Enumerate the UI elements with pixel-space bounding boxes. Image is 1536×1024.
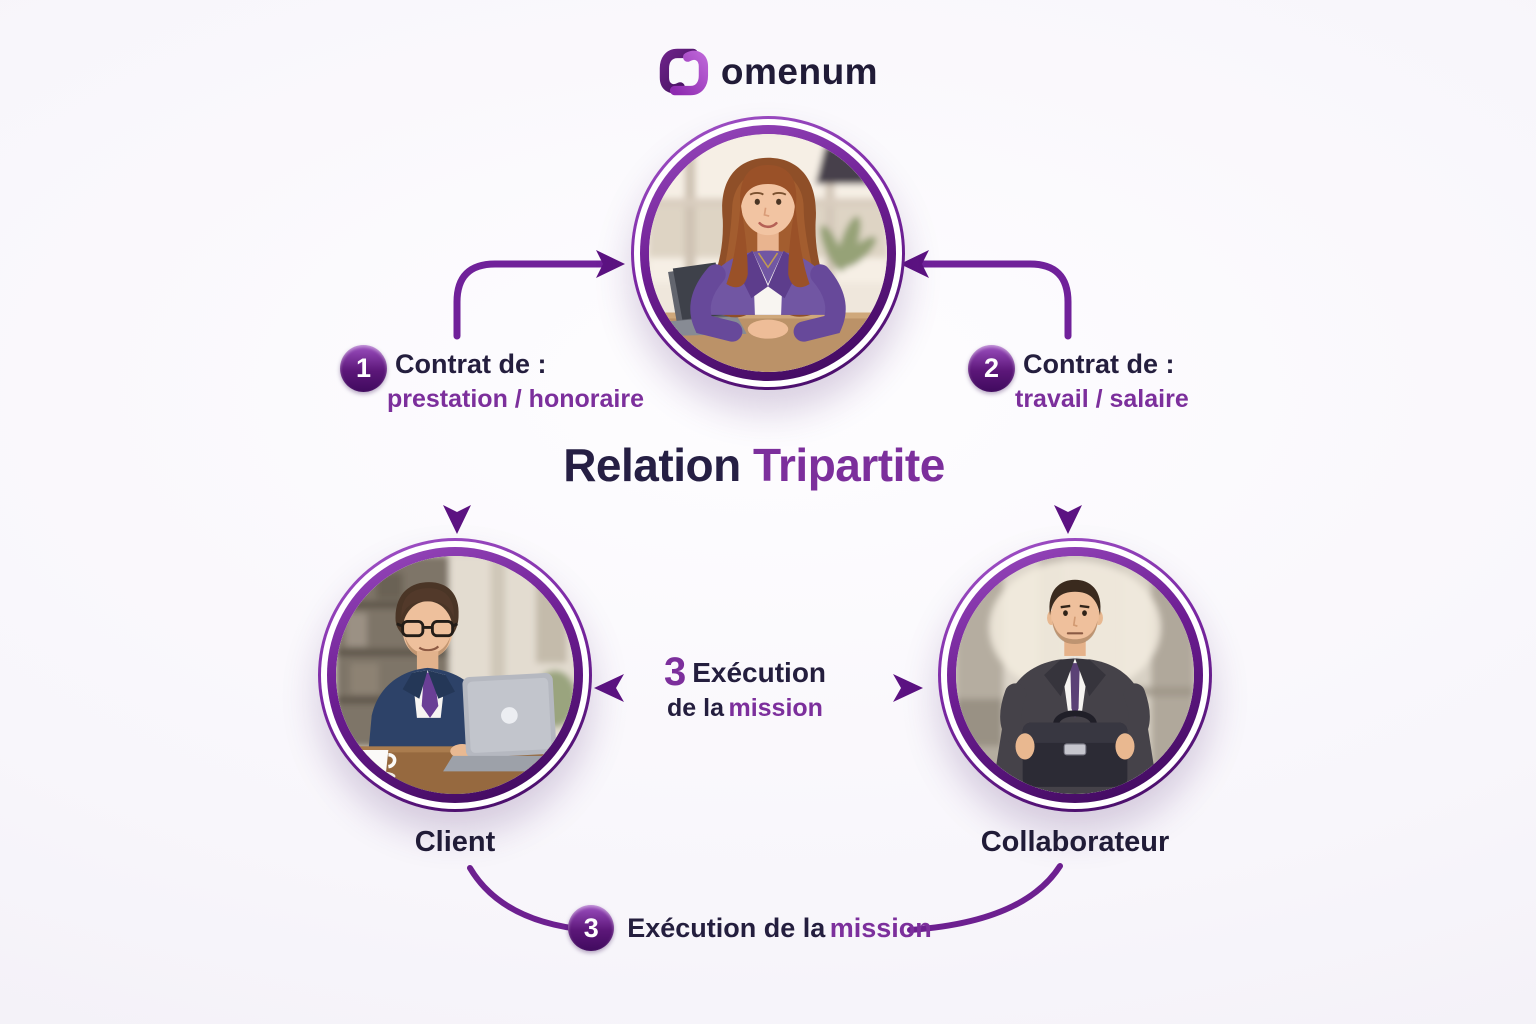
hand-left — [1015, 733, 1035, 760]
silver-laptop — [443, 673, 574, 772]
title-word-tripartite: Tripartite — [752, 439, 945, 491]
contract-2-label: 2 Contrat de : travail / salaire — [968, 345, 1189, 412]
arrow-execution-to-client — [594, 674, 662, 702]
facial-features — [1060, 604, 1090, 635]
node-purple-ring — [640, 125, 896, 381]
arrow-execution-to-collaborator — [832, 674, 923, 702]
execution-mission-label-bottom: 3 Exécution de la mission — [0, 905, 1518, 951]
face — [402, 601, 453, 659]
glasses — [396, 620, 459, 638]
contract-2-line2: travail / salaire — [1015, 385, 1189, 413]
hand-right — [1115, 733, 1135, 760]
omenum-n-link-icon — [659, 48, 709, 96]
businessman-with-briefcase-portrait — [956, 556, 1194, 794]
briefcase — [1022, 710, 1128, 787]
arrow-left-up-to-company — [453, 250, 625, 340]
execution-bottom-dark: Exécution de la — [627, 912, 826, 943]
white-blouse — [752, 250, 784, 315]
execution-middle-number: 3 — [663, 650, 687, 694]
businesswoman-at-desk-portrait — [649, 134, 887, 372]
execution-middle-line2-dark: de la — [667, 694, 725, 722]
stubble — [1052, 620, 1098, 645]
diagram-title: Relation Tripartite — [0, 438, 1522, 492]
facial-features — [749, 191, 787, 229]
badge-1: 1 — [340, 345, 387, 392]
neck — [416, 651, 439, 671]
hands — [747, 319, 789, 339]
execution-bottom-purple: mission — [829, 912, 932, 943]
node-client-portrait — [318, 538, 592, 812]
node-white-ring — [634, 119, 902, 387]
face — [1051, 586, 1099, 645]
hair-front — [726, 164, 810, 288]
ceiling-lamp — [815, 145, 880, 184]
businessman-with-laptop-portrait — [336, 556, 574, 794]
purple-tie — [1070, 663, 1080, 718]
contract-2-line1: Contrat de : — [1023, 349, 1175, 379]
contract-1-label: 1 Contrat de : prestation / honoraire — [340, 345, 644, 412]
collaborator-man — [991, 579, 1159, 794]
contract-1-line2: prestation / honoraire — [387, 385, 644, 413]
stubble — [405, 636, 451, 659]
office-plant — [820, 216, 877, 272]
smile — [418, 645, 440, 652]
node-collaborator-portrait — [938, 538, 1212, 812]
contract-1-line1: Contrat de : — [395, 349, 547, 379]
coffee-cup — [355, 749, 397, 782]
node-company-portrait — [631, 116, 905, 390]
hair — [1049, 579, 1101, 616]
client-label: Client — [414, 826, 496, 858]
execution-middle-line2-purple: mission — [728, 694, 823, 722]
badge-3: 3 — [568, 905, 615, 951]
title-word-relation: Relation — [563, 439, 741, 491]
logo-wordmark: omenum — [720, 51, 879, 92]
execution-middle-line1: Exécution — [692, 657, 827, 688]
arrow-right-up-to-company — [900, 250, 1072, 340]
collaborateur-label: Collaborateur — [980, 826, 1170, 858]
face — [740, 170, 796, 236]
necklace — [757, 252, 779, 269]
badge-2: 2 — [968, 345, 1015, 392]
brand-logo: omenum — [658, 44, 878, 100]
